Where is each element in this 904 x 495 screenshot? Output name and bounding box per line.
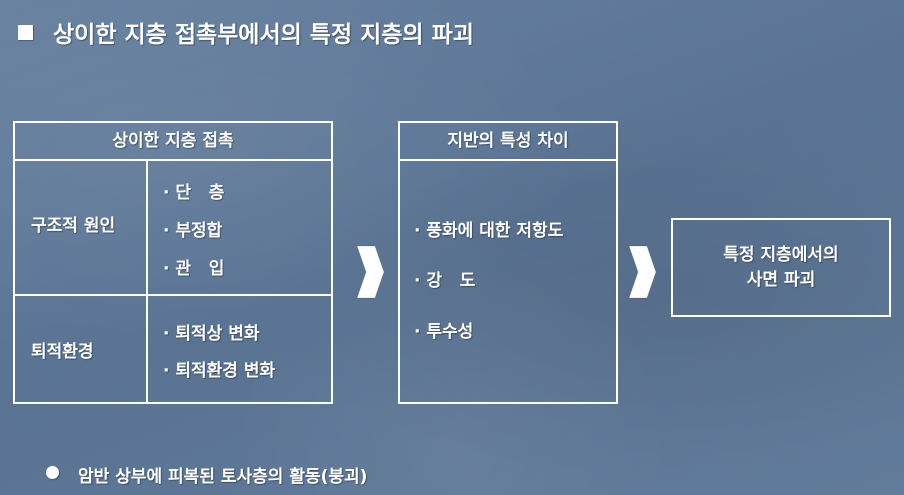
cause-table-divider-horizontal [15,294,331,296]
chevron-arrow-icon [356,245,385,299]
cause-table-divider-vertical [146,159,148,402]
slide-title-text: 상이한 지층 접촉부에서의 특정 지층의 파괴 [53,22,474,48]
list-item: · 강 도 [414,271,476,291]
list-item: · 부정합 [163,221,223,241]
list-item: · 단 층 [163,183,225,203]
chevron-arrow-icon [628,245,657,299]
ground-property-box: 지반의 특성 차이 · 풍화에 대한 저항도 · 강 도 · 투수성 [398,121,618,404]
list-item: · 투수성 [414,322,474,342]
circle-bullet-icon [46,466,59,479]
list-item: · 퇴적환경 변화 [163,361,276,381]
result-line-1: 특정 지층에서의 [723,244,839,265]
cause-table: 상이한 지층 접촉 구조적 원인 · 단 층 · 부정합 · 관 입 퇴적환경 … [13,121,333,404]
result-line-2: 사면 파괴 [746,269,816,290]
square-bullet-icon [18,24,33,40]
list-item: · 퇴적상 변화 [163,324,260,344]
cause-table-header: 상이한 지층 접촉 [15,123,331,161]
list-item: · 풍화에 대한 저항도 [414,221,564,241]
ground-property-header: 지반의 특성 차이 [400,123,616,161]
result-box: 특정 지층에서의 사면 파괴 [671,218,891,317]
bottom-bullet-text: 암반 상부에 피복된 토사층의 활동(붕괴) [78,467,368,487]
row-label-structural: 구조적 원인 [31,216,116,236]
slide-title: 상이한 지층 접촉부에서의 특정 지층의 파괴 [18,14,474,50]
list-item: · 관 입 [163,259,225,279]
row-label-depositional: 퇴적환경 [31,342,94,362]
